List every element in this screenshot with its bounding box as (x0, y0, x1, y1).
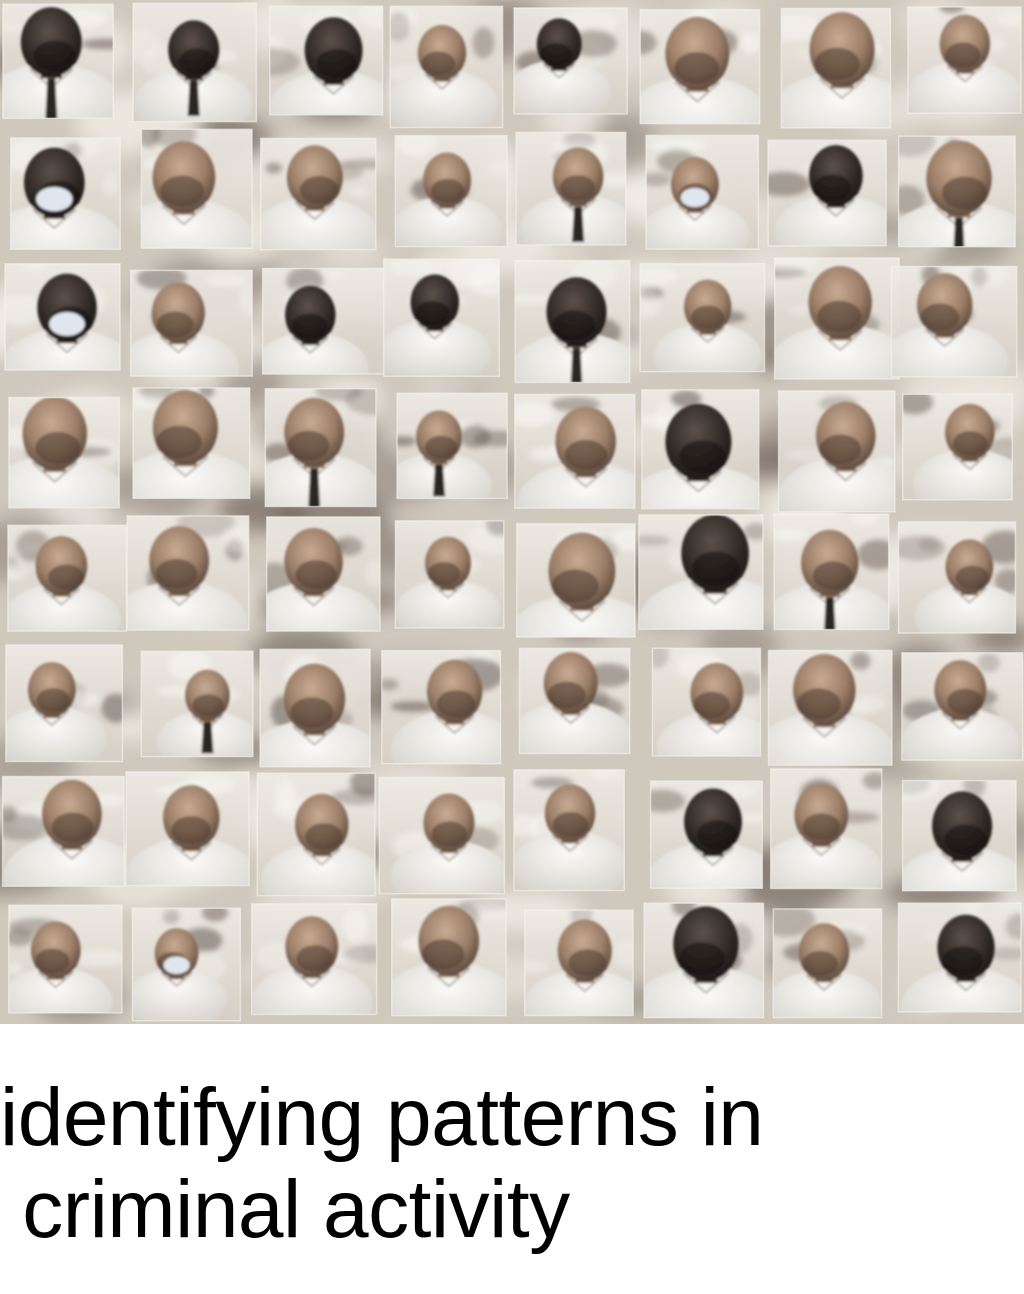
collage-photo-tile (4, 263, 121, 371)
collage-photo-tile (131, 907, 242, 1022)
collage-photo-tile (516, 522, 636, 638)
collage-photo-tile (382, 258, 500, 378)
collage-photo-tile (901, 652, 1024, 761)
collage-photo-tile (897, 135, 1016, 248)
collage-photo-tile (524, 909, 634, 1017)
collage-photo-tile (638, 514, 764, 631)
collage-photo-tile (643, 902, 765, 1019)
caption: identifying patterns in criminal activit… (0, 1072, 1024, 1256)
collage-photo-tile (515, 131, 627, 246)
collage-photo-tile (378, 776, 506, 895)
caption-line-1: identifying patterns in (0, 1072, 764, 1163)
collage-photo-tile (132, 2, 258, 123)
collage-photo-tile (259, 648, 371, 768)
collage-photo-tile (514, 393, 636, 509)
collage-photo-tile (772, 908, 883, 1019)
collage-photo-tile (639, 262, 766, 373)
collage-photo-tile (261, 267, 388, 375)
collage-photo-tile (7, 524, 128, 632)
photo-collage (0, 0, 1024, 1024)
collage-photo-tile (651, 647, 762, 757)
collage-photo-tile (381, 649, 502, 765)
collage-photo-tile (126, 515, 250, 631)
collage-photo-tile (129, 269, 253, 377)
collage-photo-tile (897, 521, 1017, 634)
collage-photo-tile (250, 903, 378, 1016)
collage-photo-tile (389, 5, 504, 129)
collage-photo-tile (780, 7, 892, 129)
collage-photo-tile (5, 644, 124, 763)
collage-photo-tile (2, 3, 114, 120)
collage-photo-tile (8, 396, 120, 509)
collage-tiles (1, 2, 1024, 1022)
collage-photo-tile (132, 387, 251, 500)
collage-photo-tile (1, 775, 125, 887)
collage-photo-tile (639, 8, 761, 125)
collage-photo-tile (264, 387, 377, 508)
collage-photo-tile (773, 257, 900, 380)
collage-photo-tile (390, 898, 507, 1017)
collage-photo-tile (767, 649, 893, 766)
collage-photo-tile (645, 134, 760, 250)
collage-photo-tile (769, 768, 883, 890)
collage-photo-tile (907, 6, 1022, 114)
collage-photo-tile (514, 259, 631, 384)
collage-photo-tile (140, 650, 254, 758)
collage-photo-tile (773, 513, 890, 631)
collage-photo-tile (256, 772, 376, 897)
collage-photo-tile (901, 779, 1017, 892)
collage-photo-tile (125, 771, 250, 887)
collage-photo-tile (890, 265, 1018, 378)
collage-photo-tile (513, 769, 626, 892)
collage-photo-tile (518, 647, 631, 755)
caption-line-2: criminal activity (0, 1164, 570, 1255)
collage-photo-tile (394, 520, 505, 629)
collage-photo-tile (777, 390, 896, 513)
collage-photo-tile (396, 392, 508, 500)
collage-image (0, 0, 1024, 1024)
collage-photo-tile (8, 904, 123, 1014)
collage-photo-tile (901, 393, 1013, 501)
collage-photo-tile (767, 139, 887, 247)
collage-photo-tile (269, 5, 384, 116)
collage-photo-tile (897, 902, 1022, 1013)
collage-photo-tile (265, 516, 381, 632)
collage-photo-tile (394, 134, 508, 248)
collage-photo-tile (513, 7, 628, 115)
collage-photo-tile (649, 780, 764, 889)
collage-photo-tile (9, 137, 121, 250)
collage-photo-tile (641, 389, 760, 510)
collage-photo-tile (140, 128, 253, 249)
collage-photo-tile (259, 137, 377, 251)
